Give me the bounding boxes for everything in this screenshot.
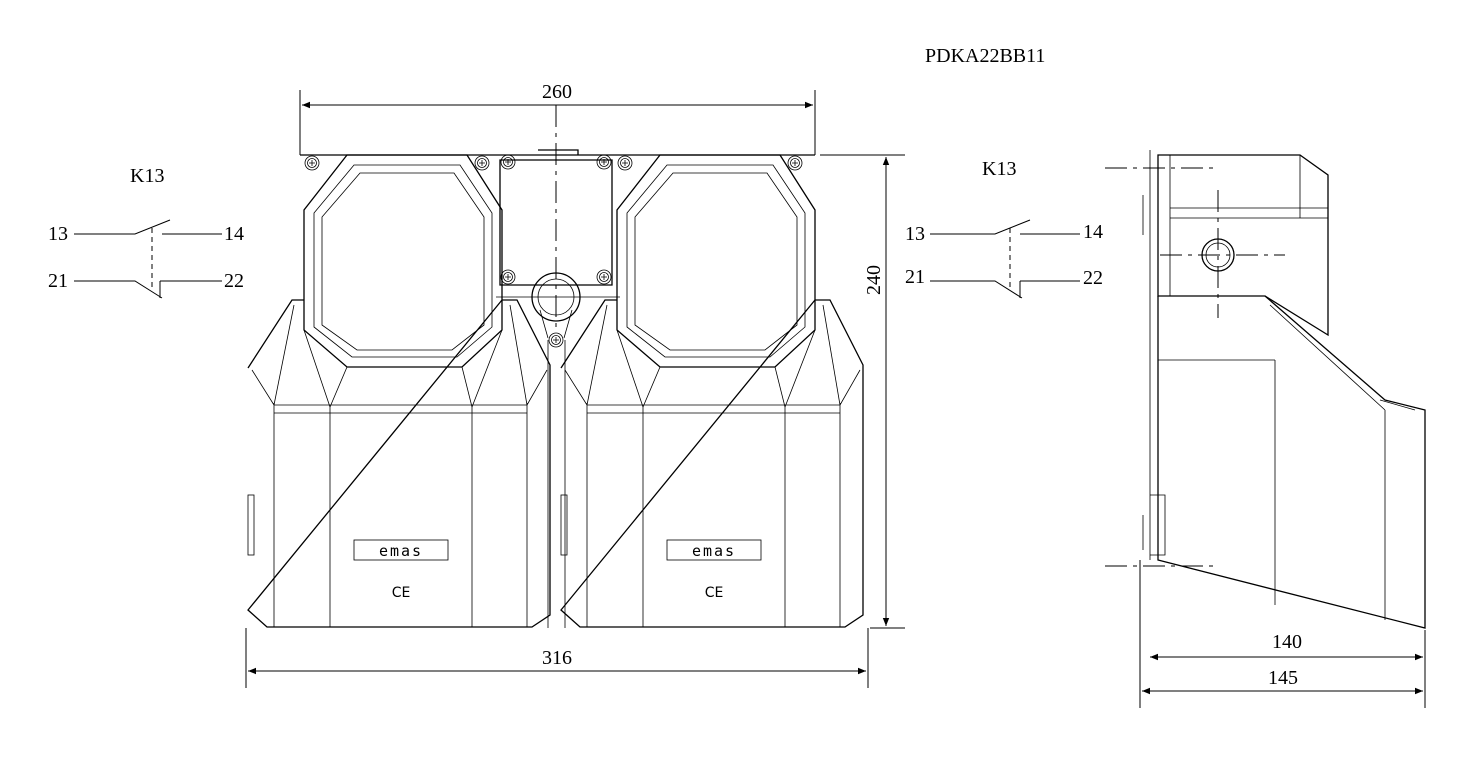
terminal-22: 22 bbox=[224, 270, 244, 292]
terminal-14: 14 bbox=[1083, 221, 1103, 243]
model-code: PDKA22BB11 bbox=[925, 45, 1045, 67]
terminal-14: 14 bbox=[224, 223, 244, 245]
terminal-13: 13 bbox=[48, 223, 68, 245]
dimension-145: 145 bbox=[1268, 667, 1298, 689]
dimension-140: 140 bbox=[1272, 631, 1302, 653]
front-view bbox=[248, 105, 863, 628]
dimension-240: 240 bbox=[863, 265, 885, 295]
contact-label: K13 bbox=[130, 165, 164, 187]
side-view: 140 145 bbox=[1105, 150, 1426, 708]
contact-diagram-side: K13 13 14 21 22 bbox=[905, 158, 1103, 299]
contact-label: K13 bbox=[982, 158, 1016, 180]
terminal-21: 21 bbox=[905, 266, 925, 288]
dimension-lines: 260 240 316 bbox=[245, 81, 905, 688]
contact-diagram-front: K13 13 14 21 22 bbox=[48, 165, 244, 299]
terminal-13: 13 bbox=[905, 223, 925, 245]
dimension-316: 316 bbox=[542, 647, 572, 669]
terminal-22: 22 bbox=[1083, 267, 1103, 289]
dimension-260: 260 bbox=[542, 81, 572, 103]
terminal-21: 21 bbox=[48, 270, 68, 292]
